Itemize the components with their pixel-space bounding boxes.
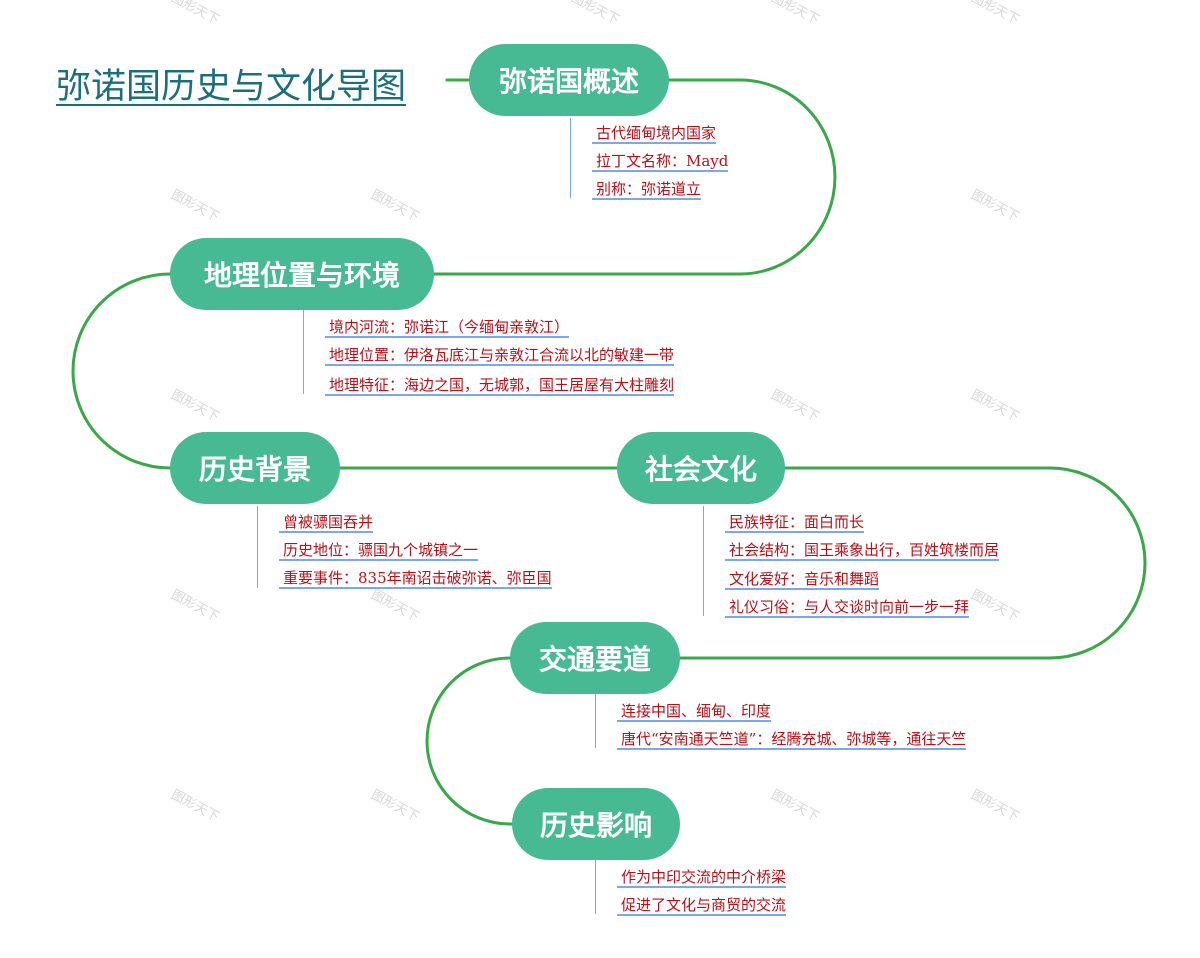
leaf-item: 古代缅甸境内国家: [592, 124, 717, 144]
leaf-item: 作为中印交流的中介桥梁: [617, 868, 787, 888]
topic-node-transport[interactable]: 交通要道: [510, 622, 680, 694]
leaf-item: 连接中国、缅甸、印度: [617, 702, 772, 722]
connector-culture-transport: [673, 466, 1147, 660]
leaf-item: 促进了文化与商贸的交流: [617, 896, 787, 916]
leaf-item: 地理位置：伊洛瓦底江与亲敦江合流以北的敏建一带: [325, 346, 675, 366]
leaf-item: 文化爱好：音乐和舞蹈: [725, 570, 880, 590]
topic-node-impact[interactable]: 历史影响: [512, 788, 680, 860]
topic-node-geography[interactable]: 地理位置与环境: [170, 238, 434, 310]
leaf-item: 曾被骠国吞并: [279, 513, 374, 533]
connector-transport-impact: [425, 656, 520, 826]
leaf-item: 别称：弥诺道立: [592, 180, 702, 200]
topic-node-overview[interactable]: 弥诺国概述: [469, 44, 669, 116]
topic-node-history[interactable]: 历史背景: [170, 432, 340, 504]
leaf-item: 重要事件：835年南诏击破弥诺、弥臣国: [279, 569, 552, 589]
connector-geography-history: [71, 272, 180, 470]
leaf-item: 社会结构：国王乘象出行，百姓筑楼而居: [725, 541, 1000, 561]
leaf-bracket: [703, 506, 704, 616]
leaf-bracket: [570, 118, 571, 198]
leaf-bracket: [257, 506, 258, 588]
leaf-item: 民族特征：面白而长: [725, 513, 865, 533]
leaf-bracket: [303, 310, 304, 394]
leaf-item: 地理特征：海边之国，无城郭，国王居屋有大柱雕刻: [325, 376, 675, 396]
leaf-item: 唐代“安南通天竺道”：经腾充城、弥城等，通往天竺: [617, 730, 967, 750]
connector-overview-geography: [428, 78, 837, 276]
leaf-item: 拉丁文名称：Mayd: [592, 152, 729, 172]
page-title: 弥诺国历史与文化导图: [56, 67, 407, 107]
leaf-item: 礼仪习俗：与人交谈时向前一步一拜: [725, 598, 970, 618]
leaf-item: 历史地位：骠国九个城镇之一: [279, 541, 479, 561]
topic-node-culture[interactable]: 社会文化: [617, 432, 785, 504]
leaf-bracket: [595, 694, 596, 748]
leaf-item: 境内河流：弥诺江（今缅甸亲敦江）: [325, 318, 570, 338]
leaf-bracket: [595, 860, 596, 914]
